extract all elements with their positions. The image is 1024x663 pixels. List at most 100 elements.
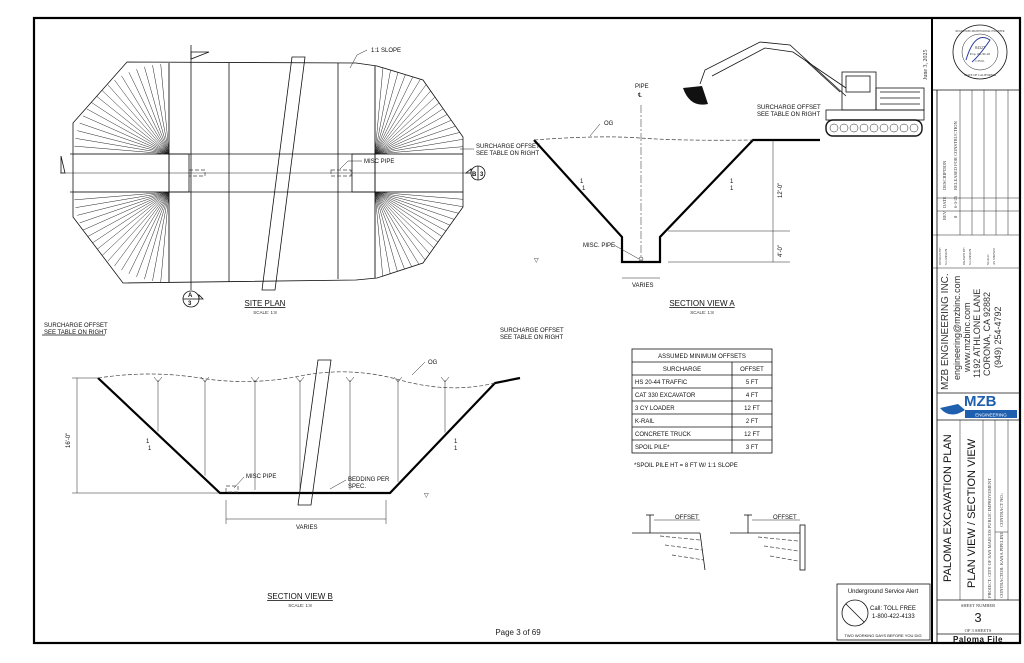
- track-wheel: [899, 123, 909, 133]
- mzb-logo: MZB ENGINEERING: [940, 393, 1017, 418]
- rev-description: RELEASED FOR CONSTRUCTION: [953, 120, 958, 190]
- slope-hatch-line: [374, 69, 408, 155]
- contractor-name: CONTRACTOR: KANA PIPELINE: [999, 532, 1004, 598]
- slope-hatch-line: [75, 138, 170, 155]
- og-label-b: OG: [428, 360, 438, 366]
- contract-number: CONTRACT NO.:: [999, 493, 1004, 527]
- surcharge-note-right-b: SURCHARGE OFFSET: [500, 328, 564, 334]
- svg-text:CIVIL: CIVIL: [975, 59, 984, 63]
- pipe-label: PIPE: [635, 84, 649, 90]
- project-name: PROJECT: CITY OF SAN MARCOS PUBLIC IMPRO…: [987, 478, 992, 598]
- slope-hatch-line: [91, 191, 170, 244]
- slope-hatch-line: [374, 102, 453, 155]
- section-marker-b[interactable]: B 3: [464, 165, 486, 181]
- slope-label: 1: [730, 186, 734, 192]
- slope-hatch-line: [374, 191, 392, 281]
- company-phone: (949) 254-4792: [993, 306, 1003, 368]
- rev-date: 6-3-25: [953, 195, 958, 208]
- company-email: engineering@mzbinc.com: [952, 276, 962, 380]
- section-marker-a[interactable]: A 3: [182, 290, 204, 308]
- file-name: Paloma File: [953, 635, 1003, 644]
- slope-label: 1: [454, 439, 458, 445]
- slope-hatch-line: [374, 191, 416, 274]
- depth-dimension: 16'-0": [66, 433, 72, 448]
- svg-text:REGISTERED PROFESSIONAL ENGINE: REGISTERED PROFESSIONAL ENGINEER: [955, 30, 1004, 33]
- slope-hatch-line: [79, 122, 170, 155]
- slope-hatch-line: [121, 191, 170, 271]
- track-wheel: [839, 123, 849, 133]
- slope-hatch-line: [374, 191, 408, 277]
- section-a-scale: SCALE: 1:8: [690, 310, 714, 315]
- surcharge-note-left-a: SURCHARGE OFFSET: [476, 144, 540, 150]
- slope-hatch-line: [114, 191, 170, 267]
- slope-label: 1: [582, 186, 586, 192]
- slope-hatch-line: [77, 130, 170, 155]
- offset-label-right: OFFSET: [773, 515, 797, 521]
- surcharge-cell: CONCRETE TRUCK: [635, 432, 691, 438]
- slope-hatch-line: [374, 72, 416, 155]
- slope-hatch-line: [75, 191, 170, 208]
- misc-pipe-note-b: MISC PIPE: [246, 474, 276, 480]
- offset-cell: 3 FT: [746, 445, 759, 451]
- slope-hatch-line: [136, 191, 170, 277]
- track-wheel: [889, 123, 899, 133]
- design-by-value: S.CANNON: [944, 248, 948, 265]
- slope-hatch-line: [374, 108, 458, 155]
- section-a-sheet: 3: [188, 301, 192, 307]
- slope-hatch-line: [374, 122, 463, 155]
- engineer-seal: 84327 Exp. 06-30-26 CIVIL REGISTERED PRO…: [952, 24, 1008, 80]
- slope-hatch-line: [374, 84, 437, 155]
- slope-hatch-line: [96, 95, 170, 155]
- sheet-border: [32, 16, 1022, 645]
- sheets-count: OF 3 SHEETS: [965, 628, 992, 633]
- slope-hatch-line: [136, 69, 170, 155]
- surcharge-cell: HS 20-44 TRAFFIC: [635, 380, 688, 386]
- slope-hatch-line: [374, 191, 463, 201]
- slope-hatch-line: [374, 191, 423, 271]
- company-name: MZB ENGINEERING INC.: [940, 273, 951, 390]
- section-b-title: SECTION VIEW B: [267, 592, 333, 601]
- surcharge-note-right-a: SEE TABLE ON RIGHT: [757, 112, 820, 118]
- scale-label: SCALE:: [986, 254, 990, 265]
- company-address: 1192 ATHLONE LANE: [972, 289, 982, 378]
- og-marker: [295, 376, 305, 383]
- site-plan-title: SITE PLAN: [245, 299, 286, 308]
- og-marker: [440, 376, 450, 383]
- rev-header-date: DATE: [942, 196, 947, 208]
- slope-hatch-line: [128, 72, 170, 155]
- offset-details: OFFSET OFFSET: [632, 514, 806, 571]
- section-b-scale: SCALE: 1:8: [288, 603, 312, 608]
- slope-hatch-line: [374, 75, 423, 155]
- slope-hatch-line: [374, 191, 443, 256]
- slope-hatch-line: [374, 191, 463, 208]
- surcharge-note-left-b: SURCHARGE OFFSET: [44, 323, 108, 329]
- design-by-label: DESIGN BY:: [938, 247, 942, 265]
- underground-service-alert: Underground Service Alert Call: TOLL FRE…: [836, 583, 931, 641]
- misc-pipe-note-a: MISC. PIPE: [583, 243, 615, 249]
- offset-cell: 12 FT: [744, 406, 760, 412]
- slope-hatch-line: [74, 145, 170, 155]
- table-row: SPOIL PILE* 3 FT: [635, 445, 758, 451]
- slope-hatch-line: [82, 115, 170, 155]
- section-b-letter: B: [472, 172, 477, 178]
- surcharge-note-right-b: SEE TABLE ON RIGHT: [500, 335, 563, 341]
- sheet-number: 3: [974, 610, 981, 625]
- offset-cell: 4 FT: [746, 393, 759, 399]
- slope-hatch-line: [160, 191, 170, 282]
- slope-hatch-line: [121, 75, 170, 155]
- svg-text:STATE OF CALIFORNIA: STATE OF CALIFORNIA: [964, 73, 997, 77]
- slope-hatch-line: [374, 191, 430, 267]
- slope-hatch-line: [107, 191, 170, 262]
- surcharge-cell: SPOIL PILE*: [635, 445, 670, 451]
- slope-hatch-line: [101, 191, 170, 256]
- page-label: Page 3 of 69: [495, 628, 541, 637]
- og-marker: [200, 376, 210, 383]
- og-marker: [250, 376, 260, 383]
- slope-hatch-line: [82, 191, 170, 231]
- offset-label-left: OFFSET: [675, 515, 699, 521]
- company-city: CORONA, CA 92882: [982, 292, 992, 376]
- track-wheel: [859, 123, 869, 133]
